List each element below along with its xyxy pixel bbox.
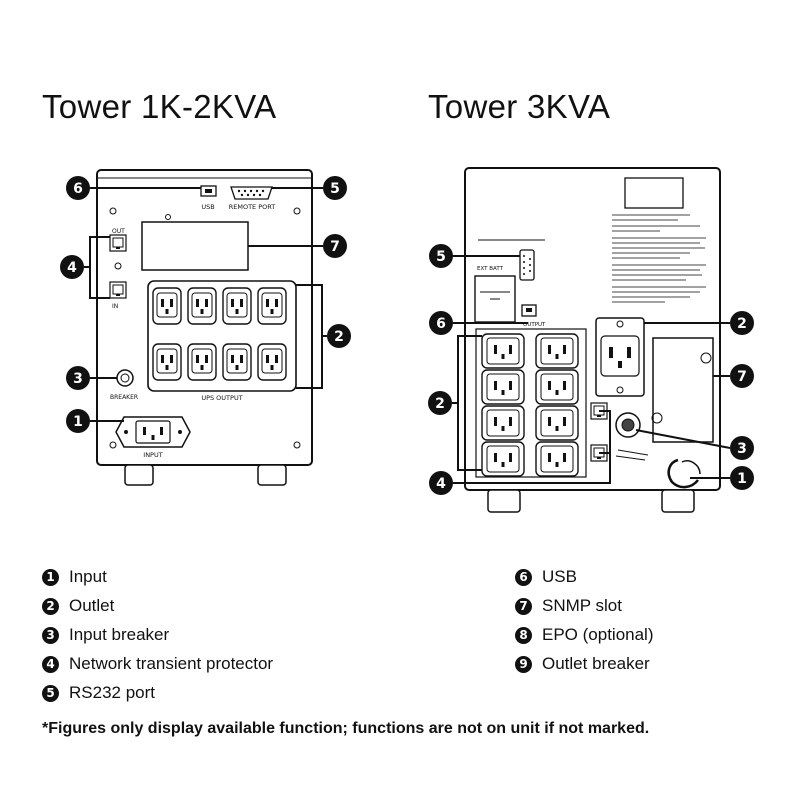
db9-port-icon xyxy=(230,186,273,200)
legend-num-badge: 5 xyxy=(42,684,59,702)
callout-6-left: 6 xyxy=(66,176,90,200)
remote-port-label: REMOTE PORT xyxy=(229,203,276,211)
legend-item-outlet-breaker: 9 Outlet breaker xyxy=(515,654,650,674)
legend-label: USB xyxy=(542,567,577,586)
in-label: IN xyxy=(112,303,118,310)
ups-rear-diagrams: USB REMOTE PORT OUT IN UPS OUTPUT xyxy=(60,167,754,513)
legend-label: RS232 port xyxy=(69,683,155,702)
svg-text:6: 6 xyxy=(73,181,83,197)
title-tower-1k-2kva: Tower 1K-2KVA xyxy=(42,88,277,125)
svg-text:2: 2 xyxy=(737,316,747,332)
breaker-icon xyxy=(116,369,134,387)
output-label: OUTPUT xyxy=(523,322,546,328)
legend-num-badge: 9 xyxy=(515,655,532,673)
out-label: OUT xyxy=(112,228,125,235)
legend-item-snmp-slot: 7 SNMP slot xyxy=(515,596,622,616)
svg-text:7: 7 xyxy=(330,239,340,255)
snmp-slot-cover-right xyxy=(652,337,714,443)
legend-item-input: 1 Input xyxy=(42,567,107,587)
legend-label: EPO (optional) xyxy=(542,625,654,644)
svg-text:4: 4 xyxy=(67,260,77,276)
title-tower-3kva: Tower 3KVA xyxy=(428,88,611,125)
svg-text:3: 3 xyxy=(73,371,83,387)
callout-1-right: 1 xyxy=(730,466,754,490)
ups-output-label: UPS OUTPUT xyxy=(201,394,242,402)
legend-label: SNMP slot xyxy=(542,596,622,615)
input-label: INPUT xyxy=(143,451,162,459)
legend-label: Network transient protector xyxy=(69,654,274,673)
callout-3-left: 3 xyxy=(66,366,90,390)
legend-item-outlet: 2 Outlet xyxy=(42,596,114,616)
svg-text:2: 2 xyxy=(334,329,344,345)
callout-6-right: 6 xyxy=(429,311,453,335)
svg-text:1: 1 xyxy=(73,414,83,430)
footnote: *Figures only display available function… xyxy=(42,720,650,737)
callout-1-left: 1 xyxy=(66,409,90,433)
snmp-slot-cover xyxy=(141,221,249,271)
svg-text:3: 3 xyxy=(737,441,747,457)
warning-text-block xyxy=(612,214,706,303)
callout-7-right: 7 xyxy=(730,364,754,388)
legend-label: Input breaker xyxy=(69,625,170,644)
callout-5-right: 5 xyxy=(429,244,453,268)
svg-text:5: 5 xyxy=(436,249,446,265)
callout-2-right-b: 2 xyxy=(730,311,754,335)
legend-item-network-transient-protector: 4 Network transient protector xyxy=(42,654,273,674)
legend-item-input-breaker: 3 Input breaker xyxy=(42,625,169,645)
legend-num-badge: 1 xyxy=(42,568,59,586)
legend-num-badge: 3 xyxy=(42,626,59,644)
tower-1k-2kva-rear-panel: USB REMOTE PORT OUT IN UPS OUTPUT xyxy=(60,169,351,486)
callout-2-right-a: 2 xyxy=(428,391,452,415)
input-cord-icon xyxy=(667,458,699,489)
tower-3kva-rear-panel: EXT BATT OUTPUT xyxy=(428,167,754,513)
rj-port-out-icon xyxy=(109,234,127,252)
legend-item-usb: 6 USB xyxy=(515,567,577,587)
rj-port-in-icon xyxy=(109,281,127,299)
legend-num-badge: 8 xyxy=(515,626,532,644)
svg-text:7: 7 xyxy=(737,369,747,385)
callout-5-left: 5 xyxy=(323,176,347,200)
legend-item-epo: 8 EPO (optional) xyxy=(515,625,654,645)
legend-item-rs232-port: 5 RS232 port xyxy=(42,683,155,703)
legend-label: Input xyxy=(69,567,107,586)
breaker-label: BREAKER xyxy=(110,394,138,401)
rs232-port-icon xyxy=(519,249,535,281)
callout-2-left: 2 xyxy=(327,324,351,348)
legend-num-badge: 7 xyxy=(515,597,532,615)
legend-num-badge: 4 xyxy=(42,655,59,673)
usb-label: USB xyxy=(201,203,214,211)
legend-label: Outlet breaker xyxy=(542,654,650,673)
legend-num-badge: 6 xyxy=(515,568,532,586)
callout-4-right: 4 xyxy=(429,471,453,495)
callout-3-right: 3 xyxy=(730,436,754,460)
callout-7-left: 7 xyxy=(323,234,347,258)
svg-text:5: 5 xyxy=(330,181,340,197)
svg-text:4: 4 xyxy=(436,476,446,492)
ext-batt-label: EXT BATT xyxy=(477,266,504,272)
legend-label: Outlet xyxy=(69,596,115,615)
legend-num-badge: 2 xyxy=(42,597,59,615)
svg-text:6: 6 xyxy=(436,316,446,332)
svg-text:2: 2 xyxy=(435,396,445,412)
callout-4-left: 4 xyxy=(60,255,84,279)
svg-text:1: 1 xyxy=(737,471,747,487)
